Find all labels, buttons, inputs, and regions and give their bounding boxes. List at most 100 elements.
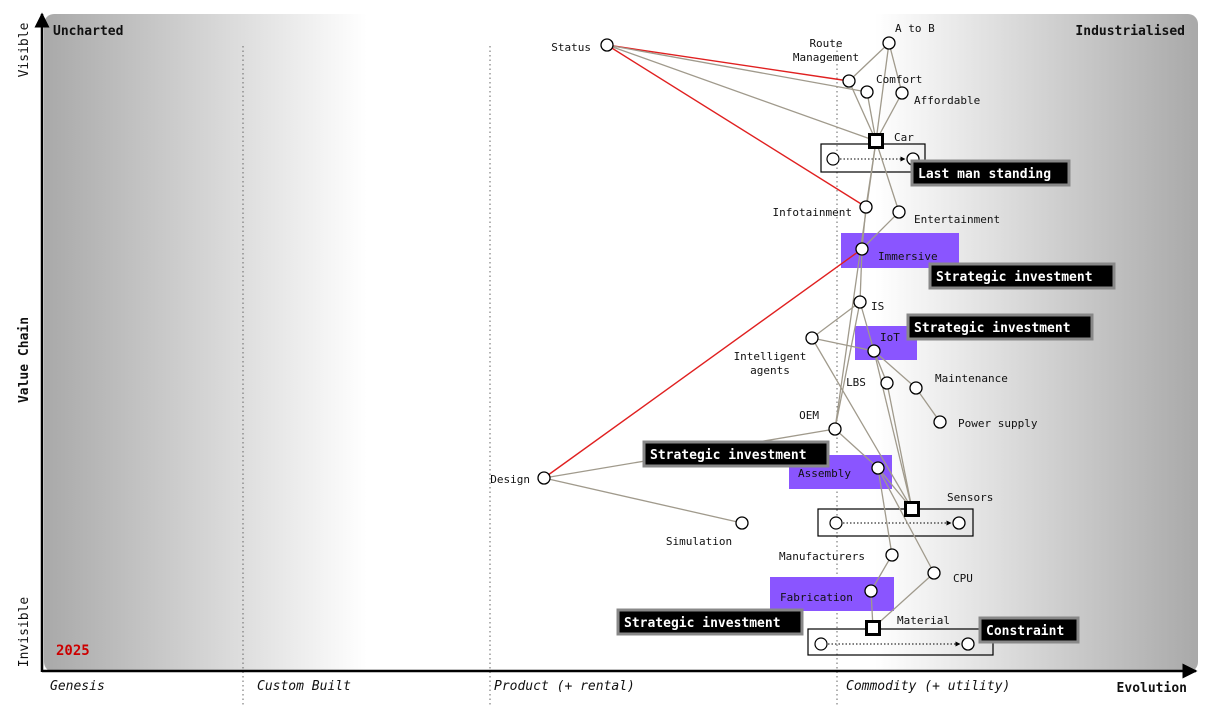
- y-axis-title: Value Chain: [17, 317, 32, 403]
- is-node[interactable]: [853, 295, 867, 309]
- lbs-label: LBS: [846, 376, 866, 389]
- link-car-to-oem: [834, 140, 877, 430]
- infotainment-label: Infotainment: [773, 206, 852, 219]
- map-background: [44, 14, 1198, 672]
- link-status-to-car: [606, 44, 877, 142]
- power-supply-label: Power supply: [958, 417, 1038, 430]
- link-is-to-oem: [834, 301, 861, 430]
- note-constraint-box: [978, 616, 1080, 644]
- immersive-node[interactable]: [855, 242, 869, 256]
- year-label: 2025: [56, 643, 90, 659]
- component-nodes: [537, 36, 975, 651]
- block-fabrication-label: Fabrication: [780, 591, 853, 604]
- affordable-node[interactable]: [895, 86, 909, 100]
- link-lbs-to-sensors: [886, 382, 913, 510]
- car-node[interactable]: [868, 133, 884, 149]
- route-node[interactable]: [842, 74, 856, 88]
- stage-label-commodity: Commodity (+ utility): [846, 679, 1010, 694]
- note-strategic-3: Strategic investment: [642, 440, 830, 468]
- oem-node[interactable]: [828, 422, 842, 436]
- entertainment-node[interactable]: [892, 205, 906, 219]
- comfort-node[interactable]: [860, 85, 874, 99]
- link-immersive-to-is: [859, 248, 863, 303]
- a-to-b-node[interactable]: [882, 36, 896, 50]
- link-comfort-to-car: [866, 91, 877, 142]
- note-strategic-4-box: [616, 608, 804, 636]
- sensors-node[interactable]: [904, 501, 920, 517]
- link-car-to-entertainment: [875, 140, 900, 213]
- note-strategic-4: Strategic investment: [616, 608, 804, 636]
- route-label-line: Management: [793, 51, 859, 64]
- fabrication-node[interactable]: [864, 584, 878, 598]
- link-cpu-to-material: [872, 572, 935, 629]
- block-assembly-label: Assembly: [798, 467, 851, 480]
- simulation-node[interactable]: [735, 516, 749, 530]
- link-oem-to-assembly: [834, 428, 879, 469]
- sensors-future-origin-node: [829, 516, 843, 530]
- link-is-to-iot: [859, 301, 875, 352]
- dependency-links: [543, 42, 941, 629]
- link-status-to-route: [606, 44, 850, 82]
- status-label: Status: [551, 41, 591, 54]
- oem-label: OEM: [799, 409, 819, 422]
- link-maintenance-to-power-supply: [915, 387, 941, 423]
- comfort-label: Comfort: [876, 73, 922, 86]
- note-strategic-3-box: [642, 440, 830, 468]
- note-constraint-text: Constraint: [986, 624, 1064, 639]
- note-last-man: Last man standing: [910, 159, 1071, 187]
- note-strategic-2: Strategic investment: [906, 313, 1094, 341]
- iot-node[interactable]: [867, 344, 881, 358]
- material-node[interactable]: [865, 620, 881, 636]
- link-status-to-infotainment: [606, 44, 867, 208]
- cpu-node[interactable]: [927, 566, 941, 580]
- sensors-label: Sensors: [947, 491, 993, 504]
- intelligent-agents-node[interactable]: [805, 331, 819, 345]
- sensors-future-evolution-box: [817, 508, 974, 537]
- a-to-b-label: A to B: [895, 22, 935, 35]
- note-strategic-2-text: Strategic investment: [914, 321, 1071, 336]
- link-entertainment-to-immersive: [861, 211, 900, 250]
- y-axis-invisible-label: Invisible: [17, 597, 32, 668]
- assembly-node[interactable]: [871, 461, 885, 475]
- link-a-to-b-to-affordable: [888, 42, 903, 94]
- maintenance-node[interactable]: [909, 381, 923, 395]
- link-intelligent-agents-to-iot: [811, 337, 875, 352]
- manufacturers-node[interactable]: [885, 548, 899, 562]
- design-node[interactable]: [537, 471, 551, 485]
- car-future-origin-node: [826, 152, 840, 166]
- link-status-to-comfort: [606, 44, 868, 93]
- intelligent-agents-label-line: agents: [750, 364, 790, 377]
- note-last-man-box: [910, 159, 1071, 187]
- power-supply-node[interactable]: [933, 415, 947, 429]
- link-route-to-a-to-b: [848, 42, 890, 82]
- material-label: Material: [897, 614, 950, 627]
- status-node[interactable]: [600, 38, 614, 52]
- intelligent-agents-label-line: Intelligent: [734, 350, 807, 363]
- note-strategic-3-text: Strategic investment: [650, 448, 807, 463]
- link-assembly-to-cpu: [877, 467, 935, 574]
- affordable-label: Affordable: [914, 94, 980, 107]
- link-a-to-b-to-car: [875, 42, 890, 142]
- stage-label-product: Product (+ rental): [494, 679, 635, 694]
- link-infotainment-to-immersive: [861, 206, 867, 250]
- note-strategic-1-box: [928, 262, 1116, 290]
- link-is-to-intelligent-agents: [811, 301, 861, 339]
- material-future-node[interactable]: [961, 637, 975, 651]
- car-label: Car: [894, 131, 914, 144]
- design-label: Design: [490, 473, 530, 486]
- link-manufacturers-to-fabrication: [870, 554, 893, 592]
- material-future-origin-node: [814, 637, 828, 651]
- corner-label-industrialised: Industrialised: [1075, 24, 1185, 39]
- infotainment-node[interactable]: [859, 200, 873, 214]
- lbs-node[interactable]: [880, 376, 894, 390]
- sensors-future-node[interactable]: [952, 516, 966, 530]
- link-iot-to-maintenance: [873, 350, 917, 389]
- note-strategic-4-text: Strategic investment: [624, 616, 781, 631]
- link-design-to-immersive: [543, 248, 863, 479]
- link-route-to-car: [848, 80, 877, 142]
- maintenance-label: Maintenance: [935, 372, 1008, 385]
